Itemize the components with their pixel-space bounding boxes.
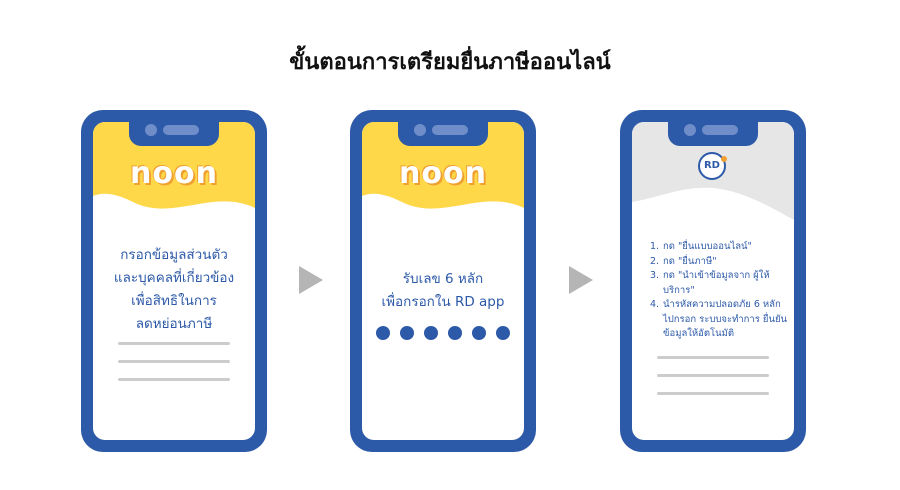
step-2-description: รับเลข 6 หลัก เพื่อกรอกใน RD app bbox=[362, 268, 524, 314]
placeholder-lines bbox=[657, 356, 769, 410]
phone-notch bbox=[129, 120, 219, 146]
phone-notch bbox=[398, 120, 488, 146]
camera-icon bbox=[145, 124, 157, 136]
rd-logo-accent bbox=[721, 156, 727, 162]
placeholder-line bbox=[657, 392, 769, 395]
noon-logo: noon bbox=[130, 156, 218, 191]
speaker-icon bbox=[432, 125, 468, 135]
rd-logo: RD bbox=[698, 152, 727, 180]
placeholder-line bbox=[657, 374, 769, 377]
arrow-right-icon bbox=[299, 266, 323, 294]
placeholder-line bbox=[657, 356, 769, 359]
noon-logo: noon bbox=[399, 156, 487, 191]
speaker-icon bbox=[702, 125, 738, 135]
step-item: 4. นำรหัสความปลอดภัย 6 หลัก ไปกรอก ระบบจ… bbox=[650, 298, 790, 342]
step-number: 1. bbox=[650, 241, 660, 252]
phone-screen: noon รับเลข 6 หลัก เพื่อกรอกใน RD app bbox=[362, 122, 524, 440]
phone-step-2: noon รับเลข 6 หลัก เพื่อกรอกใน RD app bbox=[350, 110, 536, 452]
phone-notch bbox=[668, 120, 758, 146]
rd-steps-list: 1. กด "ยื่นแบบออนไลน์" 2. กด "ยื่นภาษี" … bbox=[650, 240, 790, 342]
description-line: กรอกข้อมูลส่วนตัว bbox=[120, 247, 228, 263]
step-number: 4. bbox=[650, 299, 660, 310]
rd-logo-text: RD bbox=[703, 160, 720, 171]
step-number: 2. bbox=[650, 255, 660, 267]
speaker-icon bbox=[163, 125, 199, 135]
arrow-right-icon bbox=[569, 266, 593, 294]
placeholder-line bbox=[118, 342, 230, 345]
code-dot bbox=[448, 326, 462, 340]
code-dot bbox=[400, 326, 414, 340]
step-number: 3. bbox=[650, 270, 660, 281]
placeholder-line bbox=[118, 378, 230, 381]
description-line: เพื่อสิทธิในการ bbox=[131, 293, 217, 309]
step-text: กด "นำเข้าข้อมูลจาก ผู้ให้บริการ" bbox=[663, 270, 770, 296]
placeholder-lines bbox=[118, 342, 230, 396]
code-dots bbox=[362, 326, 524, 340]
camera-icon bbox=[684, 124, 696, 136]
step-item: 3. กด "นำเข้าข้อมูลจาก ผู้ให้บริการ" bbox=[650, 269, 790, 298]
phone-screen: noon กรอกข้อมูลส่วนตัว และบุคคลที่เกี่ยว… bbox=[93, 122, 255, 440]
phone-step-1: noon กรอกข้อมูลส่วนตัว และบุคคลที่เกี่ยว… bbox=[81, 110, 267, 452]
camera-icon bbox=[414, 124, 426, 136]
page-title: ขั้นตอนการเตรียมยื่นภาษีออนไลน์ bbox=[289, 50, 611, 75]
step-item: 1. กด "ยื่นแบบออนไลน์" bbox=[650, 240, 790, 255]
step-item: 2. กด "ยื่นภาษี" bbox=[650, 255, 790, 270]
placeholder-line bbox=[118, 360, 230, 363]
step-text: นำรหัสความปลอดภัย 6 หลัก ไปกรอก ระบบจะทำ… bbox=[663, 299, 788, 339]
code-dot bbox=[472, 326, 486, 340]
step-text: กด "ยื่นภาษี" bbox=[663, 255, 717, 267]
step-1-description: กรอกข้อมูลส่วนตัว และบุคคลที่เกี่ยวข้อง … bbox=[93, 244, 255, 336]
description-line: และบุคคลที่เกี่ยวข้อง bbox=[113, 270, 235, 286]
description-line: ลดหย่อนภาษี bbox=[135, 316, 213, 332]
description-line: เพื่อกรอกใน RD app bbox=[381, 294, 505, 310]
phone-step-3: RD 1. กด "ยื่นแบบออนไลน์" 2. กด "ยื่นภาษ… bbox=[620, 110, 806, 452]
code-dot bbox=[424, 326, 438, 340]
code-dot bbox=[496, 326, 510, 340]
code-dot bbox=[376, 326, 390, 340]
step-text: กด "ยื่นแบบออนไลน์" bbox=[663, 241, 752, 252]
phone-screen: RD 1. กด "ยื่นแบบออนไลน์" 2. กด "ยื่นภาษ… bbox=[632, 122, 794, 440]
description-line: รับเลข 6 หลัก bbox=[402, 271, 484, 287]
